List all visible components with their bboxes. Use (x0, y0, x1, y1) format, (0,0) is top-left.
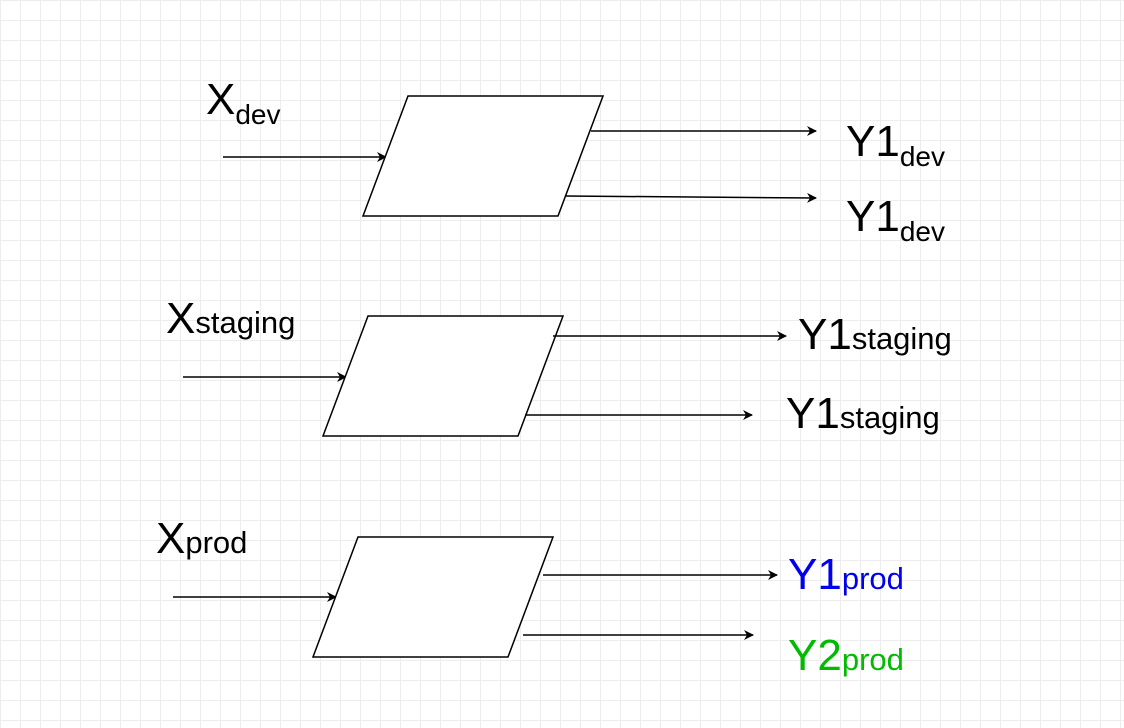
output-label-dev-1: Y1dev (846, 117, 945, 172)
input-label-prod: Xprod (156, 514, 248, 563)
process-box-dev (361, 95, 605, 217)
input-label-dev: Xdev (206, 75, 281, 130)
output-label-staging-2: Y1staging (786, 389, 940, 438)
process-box-prod (311, 536, 555, 658)
process-box-staging (321, 315, 565, 437)
output-label-prod-2: Y2prod (788, 631, 904, 680)
output-label-prod-1: Y1prod (788, 550, 904, 599)
output-arrow-dev-2 (564, 192, 817, 203)
input-label-staging: Xstaging (166, 294, 296, 343)
output-label-staging-1: Y1staging (798, 310, 952, 359)
output-label-dev-2: Y1dev (846, 192, 945, 247)
